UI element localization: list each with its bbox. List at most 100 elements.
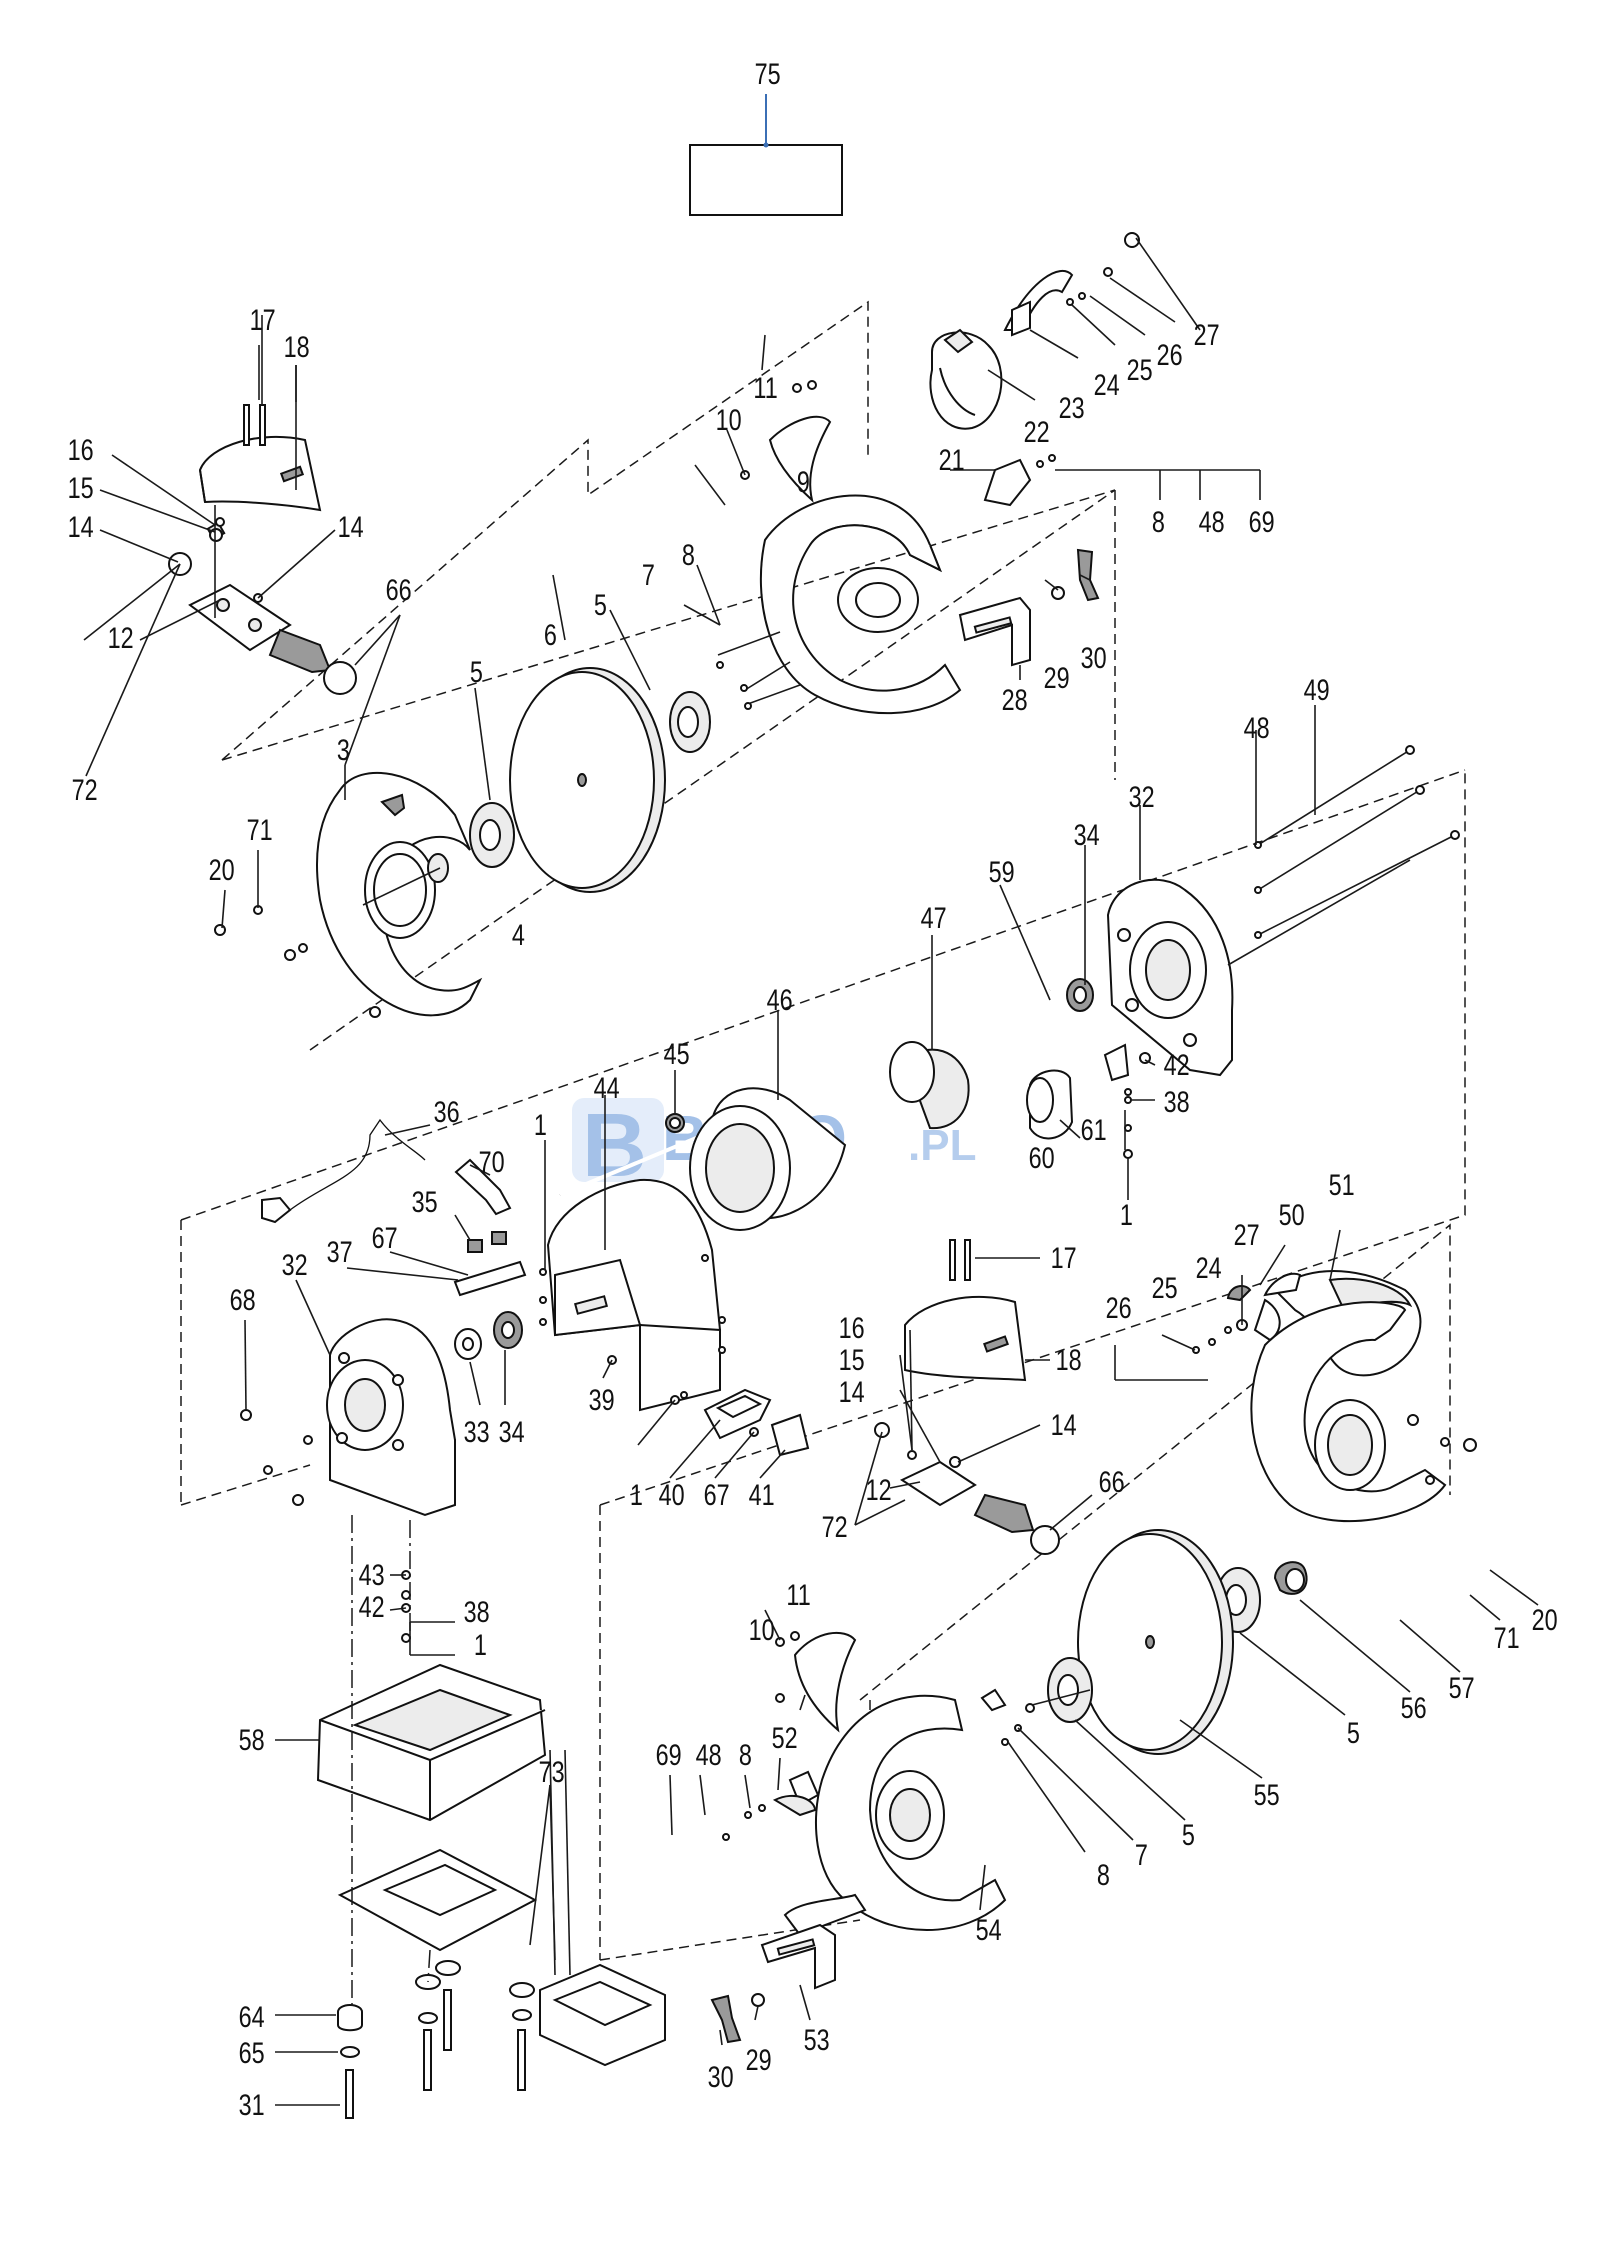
callout-50: 50 bbox=[1279, 1198, 1305, 1231]
callout-48: 48 bbox=[1199, 505, 1225, 538]
callout-5: 5 bbox=[470, 655, 483, 688]
callout-14: 14 bbox=[68, 510, 94, 543]
callout-15: 15 bbox=[839, 1343, 865, 1376]
callout-11: 11 bbox=[753, 371, 777, 404]
callout-14: 14 bbox=[839, 1375, 865, 1408]
callout-35: 35 bbox=[412, 1185, 438, 1218]
callout-34: 34 bbox=[499, 1415, 525, 1448]
callout-53: 53 bbox=[804, 2023, 830, 2056]
callout-69: 69 bbox=[656, 1738, 682, 1771]
callout-14: 14 bbox=[338, 510, 364, 543]
callout-38: 38 bbox=[464, 1595, 490, 1628]
callout-27: 27 bbox=[1194, 318, 1220, 351]
callout-25: 25 bbox=[1152, 1271, 1178, 1304]
callout-33: 33 bbox=[464, 1415, 490, 1448]
callout-72: 72 bbox=[822, 1510, 848, 1543]
assembly-group-outlines bbox=[180, 300, 1466, 1961]
callout-65: 65 bbox=[239, 2036, 265, 2069]
callout-61: 61 bbox=[1081, 1113, 1107, 1146]
callout-10: 10 bbox=[749, 1613, 775, 1646]
callout-42: 42 bbox=[359, 1590, 385, 1623]
motor-assembly bbox=[559, 978, 1151, 1231]
callout-5: 5 bbox=[1347, 1716, 1360, 1749]
callout-12: 12 bbox=[866, 1473, 892, 1506]
callout-42: 42 bbox=[1164, 1048, 1190, 1081]
callout-36: 36 bbox=[434, 1095, 460, 1128]
callout-51: 51 bbox=[1329, 1168, 1355, 1201]
callout-6: 6 bbox=[544, 618, 557, 651]
callout-46: 46 bbox=[767, 983, 793, 1016]
callout-labels: 75 27 26 25 24 23 22 17 18 16 15 14 14 1… bbox=[68, 57, 1558, 2121]
callout-22: 22 bbox=[1024, 415, 1050, 448]
motor-housing-and-switch bbox=[539, 1178, 810, 1457]
callout-14: 14 bbox=[1051, 1408, 1077, 1441]
callout-1: 1 bbox=[1120, 1198, 1133, 1231]
callout-7: 7 bbox=[642, 558, 655, 591]
callout-72: 72 bbox=[72, 773, 98, 806]
callout-69: 69 bbox=[1249, 505, 1275, 538]
callout-56: 56 bbox=[1401, 1691, 1427, 1724]
callout-30: 30 bbox=[708, 2060, 734, 2093]
left-wheel-guard bbox=[214, 771, 483, 1018]
callout-68: 68 bbox=[230, 1283, 256, 1316]
callout-71: 71 bbox=[247, 813, 273, 846]
callout-16: 16 bbox=[839, 1311, 865, 1344]
callout-21: 21 bbox=[939, 443, 965, 476]
callout-26: 26 bbox=[1106, 1291, 1132, 1324]
callout-45: 45 bbox=[664, 1037, 690, 1070]
right-tool-rest-top bbox=[958, 548, 1100, 667]
callout-32: 32 bbox=[1129, 780, 1155, 813]
callout-29: 29 bbox=[1044, 661, 1070, 694]
callout-17: 17 bbox=[250, 303, 276, 336]
callout-44: 44 bbox=[594, 1071, 620, 1104]
callout-59: 59 bbox=[989, 855, 1015, 888]
callout-31: 31 bbox=[239, 2088, 265, 2121]
callout-41: 41 bbox=[749, 1478, 775, 1511]
callout-8: 8 bbox=[682, 538, 695, 571]
callout-15: 15 bbox=[68, 471, 94, 504]
callout-3: 3 bbox=[337, 733, 350, 766]
part-75-label-box bbox=[689, 94, 843, 216]
left-eyeshield-assembly bbox=[83, 315, 401, 777]
callout-17: 17 bbox=[1051, 1241, 1077, 1274]
callout-7: 7 bbox=[1135, 1838, 1148, 1871]
callout-11: 11 bbox=[786, 1578, 810, 1611]
callout-64: 64 bbox=[239, 2000, 265, 2033]
callout-5: 5 bbox=[1182, 1818, 1195, 1851]
callout-28: 28 bbox=[1002, 683, 1028, 716]
callout-52: 52 bbox=[772, 1721, 798, 1754]
callout-67: 67 bbox=[372, 1221, 398, 1254]
callout-49: 49 bbox=[1304, 673, 1330, 706]
callout-73: 73 bbox=[539, 1755, 565, 1788]
callout-58: 58 bbox=[239, 1723, 265, 1756]
callout-57: 57 bbox=[1449, 1671, 1475, 1704]
callout-leader-lines bbox=[99, 334, 1539, 2106]
callout-10: 10 bbox=[716, 403, 742, 436]
callout-55: 55 bbox=[1254, 1778, 1280, 1811]
callout-39: 39 bbox=[589, 1383, 615, 1416]
callout-18: 18 bbox=[284, 330, 310, 363]
upper-spark-deflector-assembly bbox=[929, 232, 1201, 430]
callout-71: 71 bbox=[1494, 1621, 1520, 1654]
callout-67: 67 bbox=[704, 1478, 730, 1511]
callout-1: 1 bbox=[630, 1478, 643, 1511]
right-grinding-wheel-and-guard bbox=[710, 1301, 1477, 2044]
callout-1: 1 bbox=[474, 1628, 487, 1661]
callout-48: 48 bbox=[1244, 711, 1270, 744]
callout-1: 1 bbox=[534, 1108, 547, 1141]
callout-24: 24 bbox=[1196, 1251, 1222, 1284]
right-wheel-guard-top bbox=[716, 380, 1056, 715]
callout-20: 20 bbox=[1532, 1603, 1558, 1636]
callout-27: 27 bbox=[1234, 1218, 1260, 1251]
callout-9: 9 bbox=[797, 465, 810, 498]
callout-8: 8 bbox=[739, 1738, 752, 1771]
callout-66: 66 bbox=[1099, 1465, 1125, 1498]
callout-26: 26 bbox=[1157, 338, 1183, 371]
callout-23: 23 bbox=[1059, 391, 1085, 424]
callout-4: 4 bbox=[512, 918, 525, 951]
callout-75: 75 bbox=[755, 57, 781, 90]
callout-12: 12 bbox=[108, 621, 134, 654]
assembly-center-lines bbox=[351, 1515, 431, 2010]
callout-70: 70 bbox=[479, 1145, 505, 1178]
